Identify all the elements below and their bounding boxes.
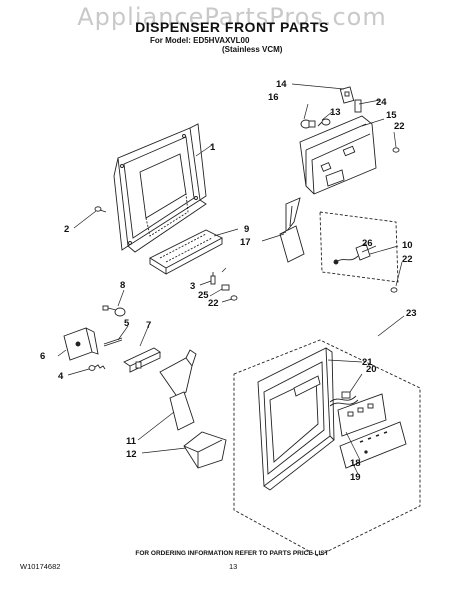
callout-labels: 1 2 3 4 5 6 7 8 9 10 11 12 13 14 15 16 1… (40, 79, 417, 483)
harness-26 (333, 243, 371, 265)
callout-1: 1 (210, 142, 216, 153)
bracket-7 (123, 347, 161, 373)
callout-3: 3 (190, 281, 195, 292)
screw-22-right (390, 287, 398, 293)
callout-8: 8 (120, 280, 125, 291)
ordering-note: FOR ORDERING INFORMATION REFER TO PARTS … (135, 550, 329, 557)
dispenser-housing (113, 123, 207, 253)
callout-26: 26 (362, 238, 373, 249)
callout-18: 18 (350, 458, 361, 469)
callout-16: 16 (268, 92, 279, 103)
ice-door (183, 431, 227, 469)
light-bulb (300, 119, 316, 129)
callout-22-right: 22 (402, 254, 413, 265)
callout-6: 6 (40, 351, 45, 362)
switch-14 (339, 86, 355, 104)
callout-4: 4 (58, 371, 64, 382)
callout-10: 10 (402, 240, 413, 251)
keypad-overlay (339, 421, 407, 469)
front-panel (257, 347, 335, 491)
callout-21: 21 (362, 357, 373, 368)
drip-tray (149, 229, 223, 275)
screw-8 (102, 305, 126, 317)
pin-5 (103, 337, 123, 347)
watermark: AppliancePartsPros.com (77, 3, 387, 31)
wire-harness (329, 391, 359, 407)
callout-7: 7 (146, 320, 151, 331)
screw-22-top (392, 147, 400, 153)
callout-13: 13 (330, 107, 341, 118)
doc-number: W10174682 (20, 562, 61, 571)
callout-11: 11 (126, 436, 137, 447)
callout-15: 15 (386, 110, 397, 121)
control-board (337, 393, 387, 437)
callout-5: 5 (124, 318, 130, 329)
callout-25: 25 (198, 290, 209, 301)
spring-4 (88, 364, 106, 371)
screw-2 (94, 206, 107, 213)
front-panel-outline (233, 339, 421, 557)
clip-25 (221, 284, 230, 291)
callout-23: 23 (406, 308, 417, 319)
actuator-lever (279, 197, 305, 263)
screw-22-center (230, 295, 238, 301)
page-title: DISPENSER FRONT PARTS (135, 19, 329, 35)
switch-block-6 (63, 327, 99, 361)
callout-22-center: 22 (208, 298, 219, 309)
ice-lever (159, 349, 197, 431)
bulb-socket (317, 118, 331, 127)
callout-24: 24 (376, 97, 387, 108)
switch-24 (354, 99, 362, 113)
callout-14: 14 (276, 79, 287, 90)
switch-box-outline (319, 211, 399, 283)
variant-label: (Stainless VCM) (222, 45, 283, 54)
callout-12: 12 (126, 449, 137, 460)
leader-lines (57, 83, 405, 475)
page-number: 13 (229, 562, 238, 571)
callout-9: 9 (244, 224, 249, 235)
callout-22-top: 22 (394, 121, 405, 132)
callout-20: 20 (366, 364, 377, 375)
control-housing (299, 115, 377, 195)
callout-17: 17 (240, 237, 251, 248)
model-line: For Model: ED5HVAXVL00 (150, 36, 250, 45)
clip-3 (210, 272, 216, 285)
callout-19: 19 (350, 472, 361, 483)
callout-2: 2 (64, 224, 69, 235)
